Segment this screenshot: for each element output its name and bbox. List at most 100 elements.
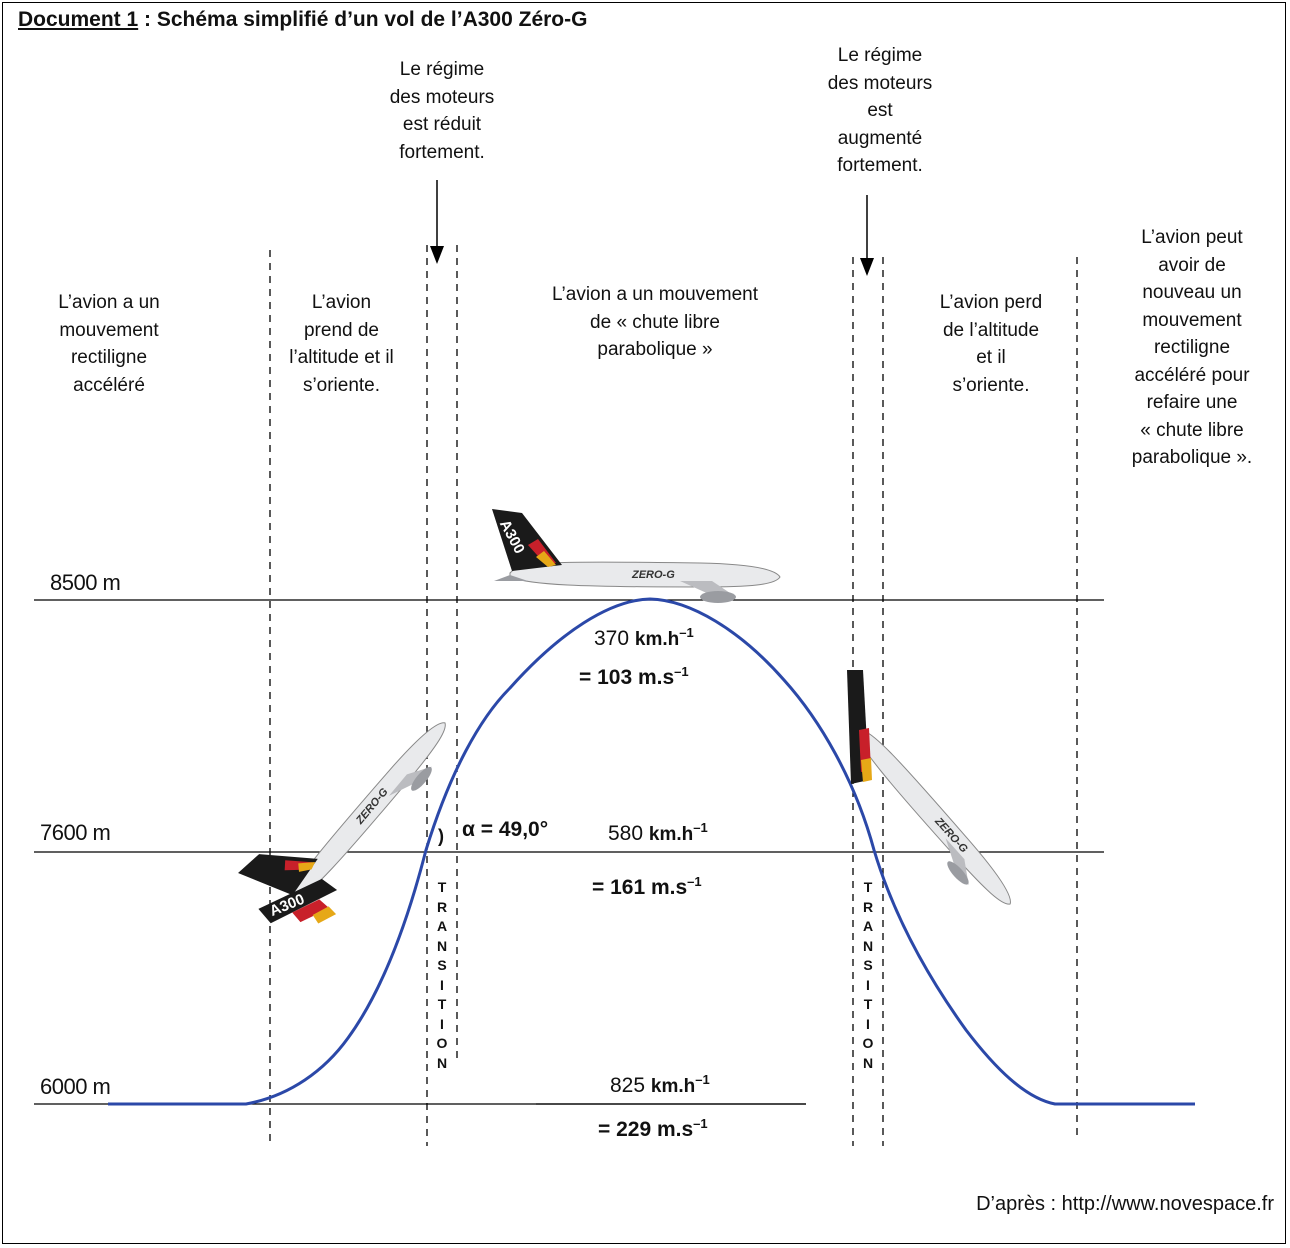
engine-reduced-line: fortement. [399,141,485,163]
transition-letter: A [862,918,874,934]
phase1-line: L’avion a un [58,292,160,313]
title-rest: : Schéma simplifié d’un vol de l’A300 Zé… [138,8,588,31]
phase-text-climb: L’avion prend de l’altitude et il s’orie… [270,289,413,399]
transition-letter: S [863,957,873,973]
transition-letter: N [862,1054,874,1071]
speed-eq-exp: –1 [693,1116,708,1131]
speed-eq: = 161 m.s [592,876,688,899]
transition-label-right: T R A N S I T I O N [857,878,879,1073]
speed-580-kmh: 580 km.h–1 [608,820,708,846]
speed-229-ms: = 229 m.s–1 [598,1116,708,1142]
speed-eq-exp: –1 [687,874,702,889]
speed-370-kmh: 370 km.h–1 [594,625,694,651]
plane-apex-name-label: ZERO-G [631,569,675,581]
phase-text-repeat: L’avion peut avoir de nouveau un mouveme… [1112,224,1272,472]
altitude-label-7600: 7600 m [40,820,111,845]
speed-eq: = 103 m.s [579,666,675,689]
angle-bracket: ) [438,826,444,846]
phase5-line: avoir de [1158,254,1226,276]
phase-text-free-fall: L’avion a un mouvement de « chute libre … [530,281,780,364]
speed-exp: –1 [695,1072,710,1087]
phase5-line: accéléré pour [1134,364,1250,386]
phase2-line: L’avion [311,292,372,313]
phase5-line: « chute libre [1140,419,1244,441]
speed-exp: –1 [679,625,694,640]
phase2-line: prend de [303,319,379,341]
engine-increased-line: augmenté [837,127,923,149]
phase-text-straight-accelerated: L’avion a un mouvement rectiligne accélé… [40,289,178,399]
engine-reduced-line: est réduit [402,114,482,135]
phase2-line: s’oriente. [302,374,381,396]
transition-letter: I [866,976,870,993]
phase4-line: de l’altitude [942,319,1040,341]
altitude-label-6000: 6000 m [40,1074,111,1099]
plane-descent-model-label: A300 [810,640,826,674]
transition-letter: T [863,879,873,895]
transition-letter: T [437,879,447,895]
transition-letter: R [862,898,874,915]
phase5-line: nouveau un [1142,282,1242,303]
angle-label: α = 49,0° [462,818,549,841]
transition-letter: I [866,1015,870,1032]
source-credit: D’après : http://www.novespace.fr [976,1193,1274,1215]
phase3-line: L’avion a un mouvement [552,284,758,305]
title-prefix: Document 1 [18,8,139,31]
phase-text-descent: L’avion perd de l’altitude et il s’orien… [916,289,1066,399]
transition-letter: N [436,1054,448,1071]
flight-trajectory-curve [108,597,1195,1106]
speed-value: 370 [594,627,630,650]
transition-letter: S [437,957,447,973]
engine-reduced-note: Le régime des moteurs est réduit forteme… [372,56,512,166]
speed-value: 825 [610,1074,646,1097]
phase5-line: mouvement [1142,309,1242,331]
transition-letter: N [436,937,448,954]
phase4-line: L’avion perd [939,292,1043,313]
transition-label-left: T R A N S I T I O N [431,878,453,1073]
phase5-line: refaire une [1146,392,1238,413]
speed-unit: km.h [650,1076,696,1097]
plane-descent-tail: A300 [810,640,872,784]
transition-letter: N [862,937,874,954]
speed-eq: = 229 m.s [598,1118,694,1141]
phase1-line: rectiligne [70,347,148,368]
engine-increased-line: est [867,100,893,121]
plane-apex-image: A300 ZERO-G [492,509,781,603]
engine-increased-line: fortement. [837,155,923,176]
transition-letter: R [436,898,448,915]
phase4-line: et il [976,347,1006,368]
altitude-label-8500: 8500 m [50,570,121,595]
arrowhead-engine-reduced [430,246,444,264]
transition-letter: O [862,1035,874,1051]
transition-letter: A [436,918,448,934]
phase3-line: de « chute libre [590,311,720,333]
transition-letter: T [437,996,447,1012]
engine-reduced-line: Le régime [399,59,485,80]
transition-letter: O [436,1035,448,1051]
speed-unit: km.h [634,629,680,650]
phase3-line: parabolique » [597,339,713,360]
phase5-line: parabolique ». [1131,447,1253,468]
speed-161-ms: = 161 m.s–1 [592,874,702,900]
speed-825-kmh: 825 km.h–1 [610,1072,710,1098]
speed-103-ms: = 103 m.s–1 [579,664,689,690]
transition-letter: I [440,1015,444,1032]
engine-reduced-line: des moteurs [389,86,495,108]
speed-unit: km.h [648,824,694,845]
document-title: Document 1 : Schéma simplifié d’un vol d… [18,8,587,32]
transition-letter: T [863,996,873,1012]
phase2-line: l’altitude et il [289,347,394,368]
engine-increased-note: Le régime des moteurs est augmenté forte… [810,42,950,180]
arrowhead-engine-increased [860,258,874,276]
phase5-line: L’avion peut [1141,227,1243,248]
plane-climb-image: ZERO-G [238,722,446,902]
engine-increased-line: Le régime [837,45,923,66]
speed-eq-exp: –1 [674,664,689,679]
transition-letter: I [440,976,444,993]
speed-exp: –1 [693,820,708,835]
phase1-line: accéléré [73,374,145,396]
phase1-line: mouvement [59,319,159,341]
engine-increased-line: des moteurs [827,72,933,94]
speed-value: 580 [608,822,644,845]
